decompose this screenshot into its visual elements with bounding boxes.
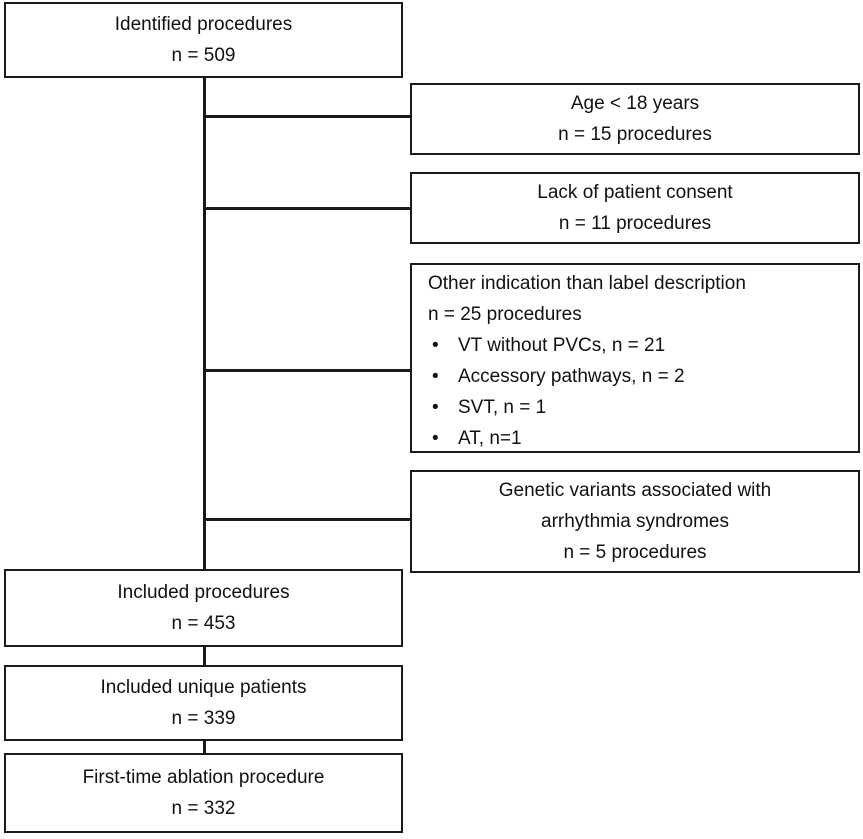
identified-procedures-label: Identified procedures: [114, 14, 293, 35]
list-item: Accessory pathways, n = 2: [428, 361, 858, 392]
exclusion-other-indication-count: n = 25 procedures: [428, 304, 582, 325]
exclusion-genetic-label-line2: arrhythmia syndromes: [541, 511, 729, 532]
first-time-ablation-count: n = 332: [171, 798, 236, 819]
exclusion-consent-label: Lack of patient consent: [537, 182, 733, 203]
exclusion-other-indication-list: VT without PVCs, n = 21 Accessory pathwa…: [428, 330, 858, 454]
exclusion-age-label: Age < 18 years: [570, 93, 700, 114]
included-procedures-count: n = 453: [171, 613, 236, 634]
exclusion-consent-box: Lack of patient consent n = 11 procedure…: [410, 172, 860, 244]
exclusion-other-indication-box: Other indication than label description …: [410, 263, 860, 454]
included-patients-count: n = 339: [171, 708, 236, 729]
list-item: AT, n=1: [428, 423, 858, 454]
exclusion-genetic-count: n = 5 procedures: [563, 542, 707, 563]
branch-connector-other-indication: [203, 369, 411, 372]
list-item: SVT, n = 1: [428, 392, 858, 423]
included-patients-box: Included unique patients n = 339: [4, 665, 403, 741]
exclusion-age-count: n = 15 procedures: [558, 124, 712, 145]
first-time-ablation-box: First-time ablation procedure n = 332: [4, 753, 403, 833]
list-item: VT without PVCs, n = 21: [428, 330, 858, 361]
branch-connector-age: [203, 115, 411, 118]
connector-patients-to-first-time: [203, 739, 206, 754]
included-procedures-box: Included procedures n = 453: [4, 569, 403, 647]
branch-connector-consent: [203, 207, 411, 210]
identified-procedures-count: n = 509: [171, 45, 236, 66]
exclusion-age-box: Age < 18 years n = 15 procedures: [410, 83, 860, 155]
connector-included-to-patients: [203, 646, 206, 666]
exclusion-genetic-label-line1: Genetic variants associated with: [498, 480, 772, 501]
first-time-ablation-label: First-time ablation procedure: [82, 767, 325, 788]
identified-procedures-box: Identified procedures n = 509: [4, 2, 403, 78]
exclusion-consent-count: n = 11 procedures: [558, 213, 712, 234]
main-vertical-connector: [203, 77, 206, 569]
included-patients-label: Included unique patients: [100, 677, 307, 698]
exclusion-genetic-box: Genetic variants associated with arrhyth…: [410, 470, 860, 573]
branch-connector-genetic: [203, 518, 411, 521]
included-procedures-label: Included procedures: [117, 582, 290, 603]
exclusion-other-indication-label: Other indication than label description: [428, 273, 746, 294]
